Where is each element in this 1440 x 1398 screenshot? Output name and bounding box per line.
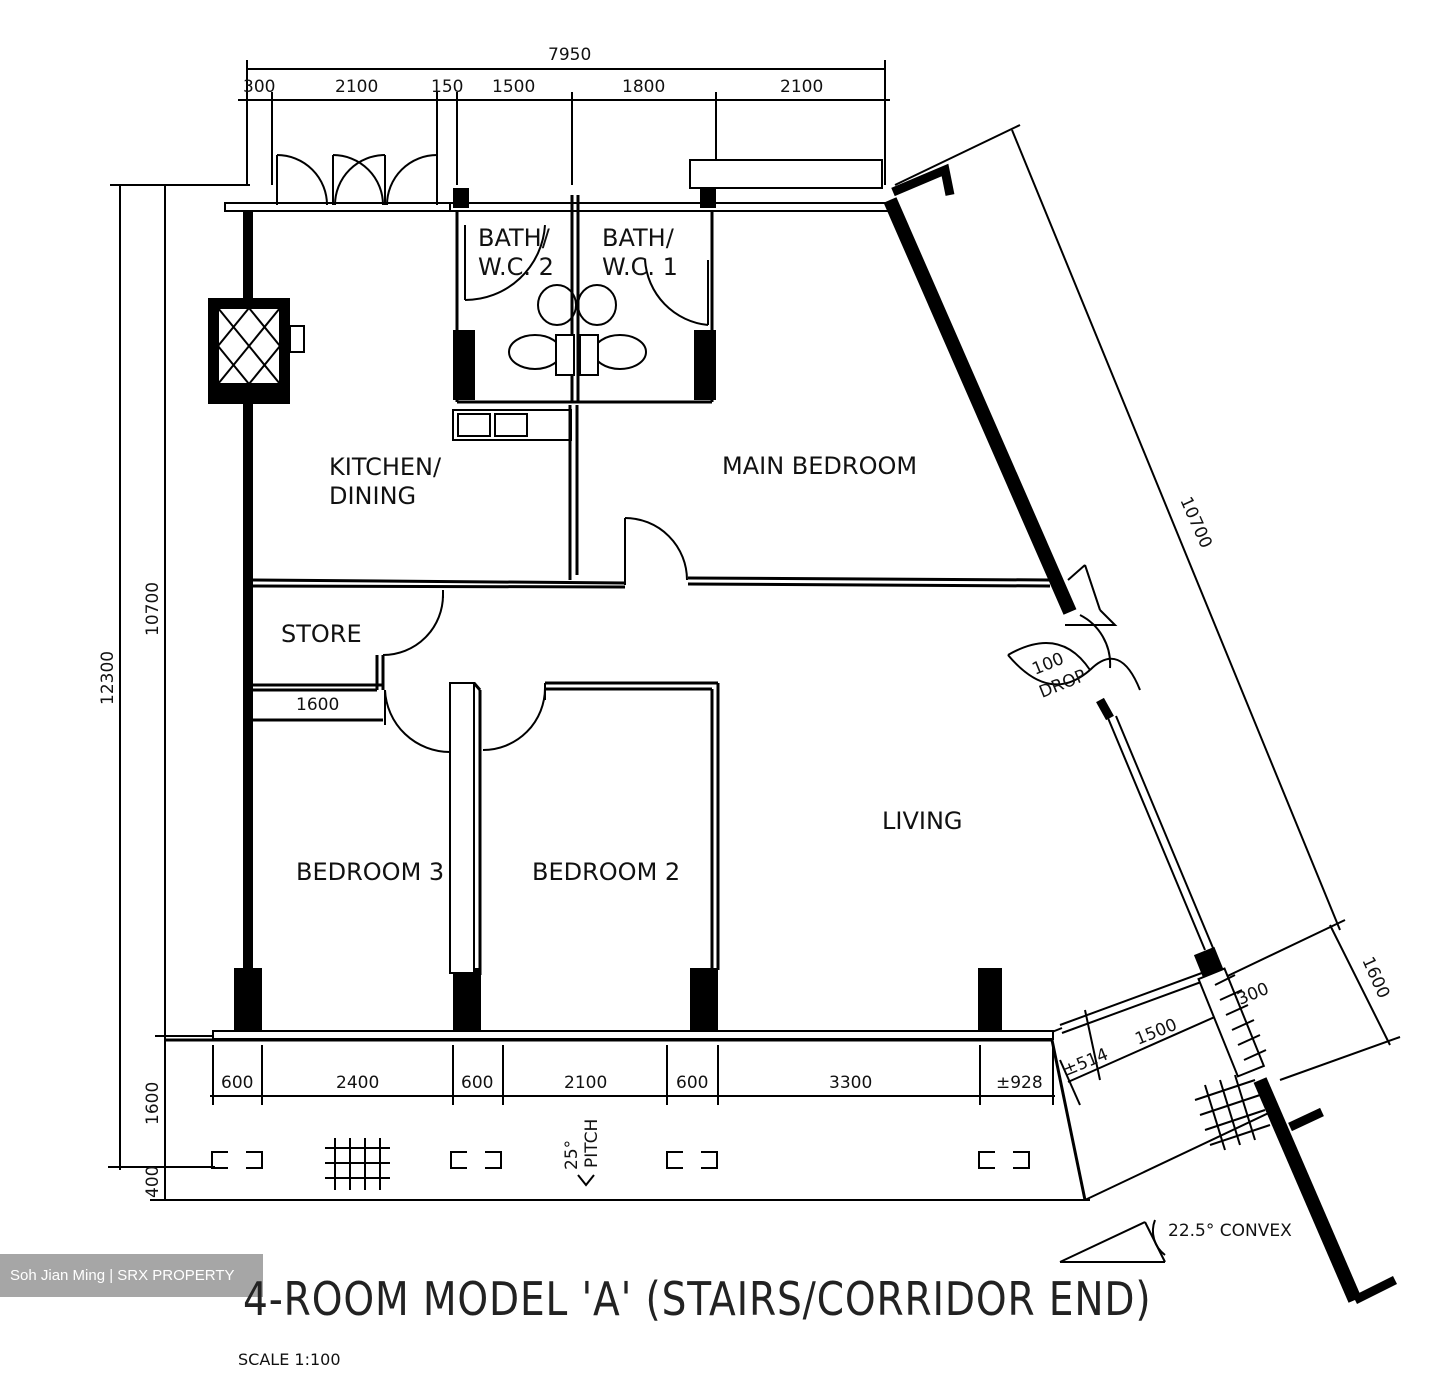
dim-bottom-3: 600	[461, 1073, 493, 1093]
dim-top-4: 1500	[492, 77, 535, 97]
living-label: LIVING	[882, 807, 963, 835]
dim-top-6: 2100	[780, 77, 823, 97]
bedroom3-label: BEDROOM 3	[296, 858, 444, 886]
dim-left-bottom: 400	[143, 1166, 163, 1198]
plan-title: 4-ROOM MODEL 'A' (STAIRS/CORRIDOR END)	[243, 1272, 1152, 1326]
tactile-grid-right	[1194, 1074, 1271, 1151]
kitchen-label-line1: KITCHEN/	[329, 453, 442, 481]
dim-top-2: 2100	[335, 77, 378, 97]
dim-bottom-6: 3300	[829, 1073, 872, 1093]
dim-bottom-10: 300	[1234, 979, 1272, 1010]
dim-bottom-2: 2400	[336, 1073, 379, 1093]
pitch-label: PITCH	[582, 1119, 602, 1168]
bedroom2-label: BEDROOM 2	[532, 858, 680, 886]
dim-bottom-5: 600	[676, 1073, 708, 1093]
convex-note: 22.5° CONVEX	[1168, 1221, 1292, 1241]
watermark: Soh Jian Ming | SRX PROPERTY	[0, 1254, 263, 1297]
dim-top-total: 7950	[548, 45, 591, 65]
kitchen-label-line2: DINING	[329, 482, 416, 510]
bath1-label-line1: BATH/	[602, 224, 675, 252]
tactile-grid	[325, 1138, 390, 1190]
dim-left-inner: 10700	[143, 582, 163, 636]
dim-top-3: 150	[431, 77, 463, 97]
dim-bottom-8: ±514	[1060, 1045, 1111, 1081]
store-label: STORE	[281, 620, 362, 648]
dim-top-5: 1800	[622, 77, 665, 97]
dim-right-corridor: 1600	[1357, 954, 1393, 1002]
dim-store-width: 1600	[296, 695, 339, 715]
plan-scale: SCALE 1:100	[238, 1350, 341, 1369]
dim-bottom-7: ±928	[996, 1073, 1043, 1093]
diagonal-wall	[883, 163, 1398, 1305]
dim-bottom-9: 1500	[1132, 1015, 1180, 1050]
notes: 100 DROP 25° PITCH 22.5° CONVEX	[562, 649, 1292, 1263]
dim-bottom-1: 600	[221, 1073, 253, 1093]
bath2-label-line2: W.C. 2	[478, 253, 554, 281]
dim-top-1: 300	[243, 77, 275, 97]
planter-markers	[211, 1151, 1030, 1169]
bath2-label-line1: BATH/	[478, 224, 551, 252]
dim-bottom-4: 2100	[564, 1073, 607, 1093]
room-labels: BATH/ W.C. 2 BATH/ W.C. 1 KITCHEN/ DININ…	[281, 224, 963, 886]
main-bedroom-label: MAIN BEDROOM	[722, 452, 917, 480]
dim-left-corridor: 1600	[143, 1082, 163, 1125]
bath1-label-line2: W.C. 1	[602, 253, 678, 281]
pitch-angle: 25°	[562, 1140, 582, 1170]
dimension-lines	[108, 60, 1401, 1201]
walls	[208, 154, 1054, 1040]
dim-left-outer: 12300	[98, 651, 118, 705]
